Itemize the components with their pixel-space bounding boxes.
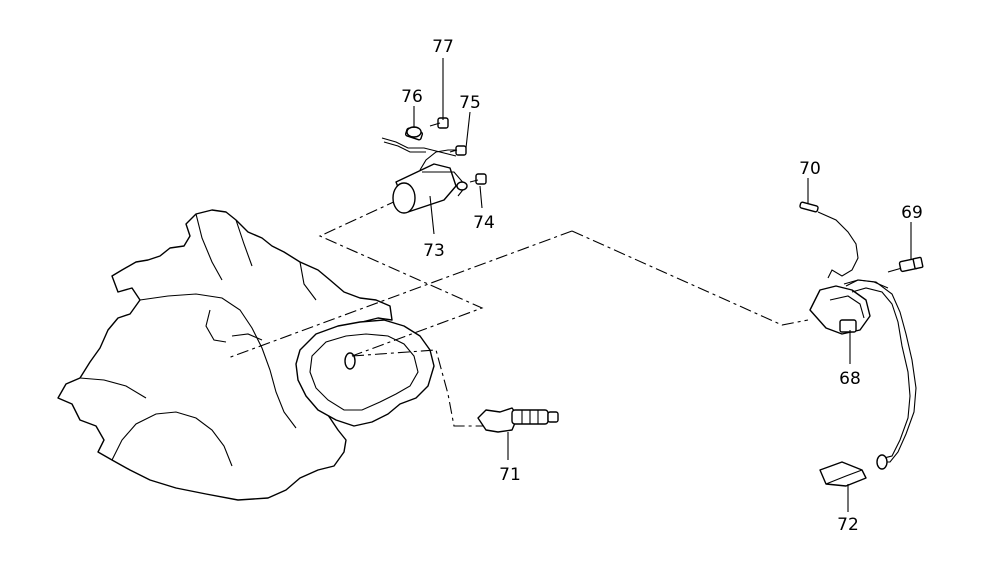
callout-77: 77 xyxy=(432,37,454,57)
assembly-lines xyxy=(227,199,809,427)
callout-75: 75 xyxy=(459,93,481,113)
stop-solenoid xyxy=(381,127,468,214)
leader-lines xyxy=(413,58,912,512)
callout-74: 74 xyxy=(473,213,495,233)
spark-plug xyxy=(477,407,559,433)
callout-73: 73 xyxy=(423,241,445,261)
bolt-75 xyxy=(449,145,467,156)
callout-76: 76 xyxy=(401,87,423,107)
callout-72: 72 xyxy=(837,515,859,535)
washer-76 xyxy=(406,126,422,138)
stop-wire xyxy=(799,201,859,279)
bolt-74 xyxy=(469,173,487,185)
plug-port xyxy=(344,352,356,370)
engine-block xyxy=(57,209,435,501)
callout-69: 69 xyxy=(901,203,923,223)
ignition-coil xyxy=(809,279,889,335)
coil-bolt-69 xyxy=(887,256,924,273)
plug-cap xyxy=(819,461,867,487)
bolt-77 xyxy=(429,117,449,129)
callout-70: 70 xyxy=(799,159,821,179)
callout-71: 71 xyxy=(499,465,521,485)
callout-68: 68 xyxy=(839,369,861,389)
ht-lead xyxy=(845,279,917,470)
